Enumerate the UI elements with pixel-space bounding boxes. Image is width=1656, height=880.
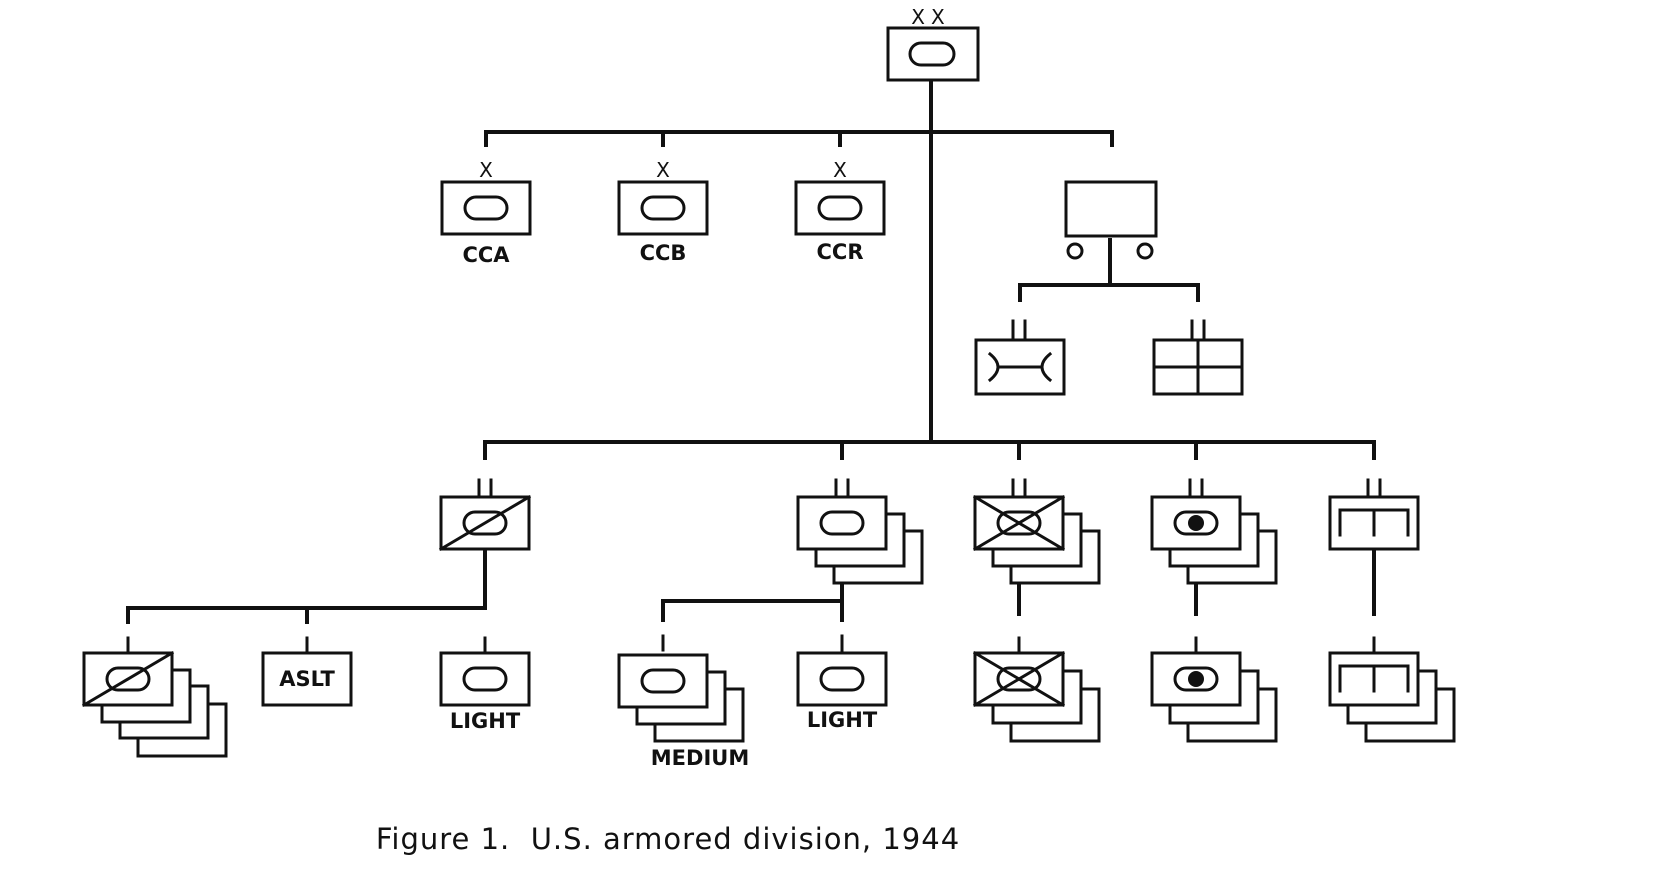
- cavalry-slash-icon: [81, 650, 175, 708]
- unit-label-ccr: CCR: [817, 240, 864, 264]
- medical-battalion: [1152, 319, 1244, 396]
- armored-field-artillery-battalions-stack: [1150, 478, 1278, 585]
- armored-infantry-battalions-stack: [972, 478, 1101, 585]
- echelon-x-mark: X: [833, 158, 847, 182]
- armored-artillery-icon: [1173, 510, 1219, 536]
- combat-command-a: X CCA: [440, 158, 532, 267]
- echelon-x-mark: X: [656, 158, 670, 182]
- maintenance-battalion: [974, 319, 1066, 396]
- engineer-icon: [1338, 508, 1410, 537]
- light-tank-company-cav: LIGHT: [439, 636, 531, 733]
- combat-command-reserve: X CCR: [794, 158, 886, 264]
- unit-label-cca: CCA: [462, 243, 510, 267]
- medium-tank-companies-stack: MEDIUM: [617, 634, 749, 770]
- light-tank-company: LIGHT: [796, 634, 888, 732]
- armor-icon: [819, 510, 865, 536]
- unit-label-medium: MEDIUM: [651, 746, 749, 770]
- echelon-x-mark: X: [479, 158, 493, 182]
- cavalry-slash-icon: [438, 494, 532, 552]
- unit-label-ccb: CCB: [640, 241, 687, 265]
- division-trains: [1064, 180, 1158, 260]
- armor-icon: [640, 195, 686, 221]
- maintenance-icon: [987, 351, 1053, 383]
- armor-icon: [640, 668, 686, 694]
- armored-infantry-icon: [972, 494, 1066, 552]
- unit-label-light: LIGHT: [807, 708, 878, 732]
- tank-battalions-stack: [796, 478, 924, 585]
- engineer-icon: [1338, 664, 1410, 693]
- engineer-companies-stack: [1328, 636, 1456, 743]
- armor-icon: [819, 666, 865, 692]
- medical-cross-icon: [1152, 338, 1244, 396]
- unit-label-light: LIGHT: [450, 709, 521, 733]
- combat-command-b: X CCB: [617, 158, 709, 265]
- armor-icon: [817, 195, 863, 221]
- armored-infantry-icon: [972, 650, 1066, 708]
- armor-icon: [462, 510, 508, 536]
- armored-field-artillery-batteries-stack: [1150, 636, 1278, 743]
- armor-icon: [908, 41, 956, 67]
- division-hq: XX: [886, 5, 980, 82]
- figure-caption: Figure 1. U.S. armored division, 1944: [375, 822, 961, 856]
- wheel-icon: [1066, 242, 1084, 260]
- assault-gun-troop: ASLT: [261, 636, 353, 707]
- wheel-icon: [1136, 242, 1154, 260]
- cavalry-reconnaissance-squadron: [438, 478, 532, 552]
- echelon-xx-mark: XX: [911, 5, 950, 29]
- engineer-battalion: [1328, 478, 1420, 551]
- armor-icon: [105, 666, 151, 692]
- armor-icon: [463, 195, 509, 221]
- armor-icon: [462, 666, 508, 692]
- armored-artillery-icon: [1173, 666, 1219, 692]
- cavalry-troops-stack: [81, 636, 228, 758]
- armored-infantry-companies-stack: [972, 636, 1101, 743]
- unit-label-aslt: ASLT: [279, 667, 335, 691]
